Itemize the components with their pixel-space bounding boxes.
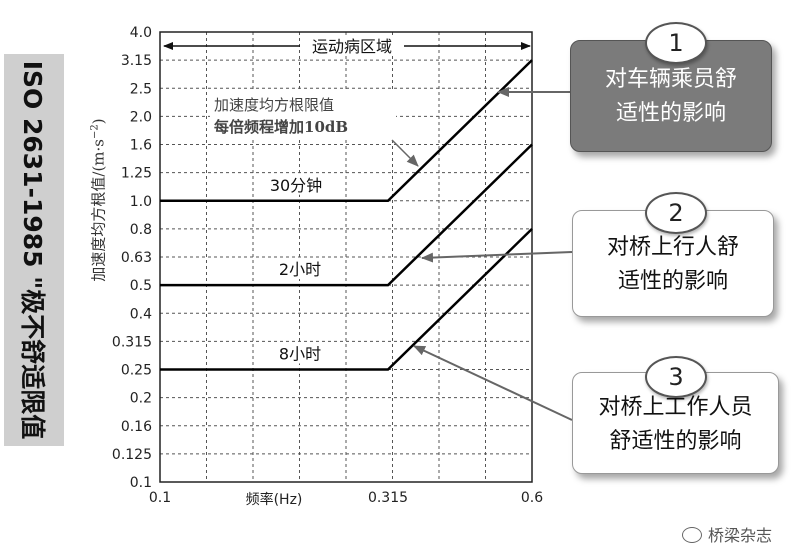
y-tick-label: 0.63 <box>121 250 152 266</box>
plot-frame <box>159 31 533 483</box>
callout-line: 适性的影响 <box>617 269 728 294</box>
callout-line: 适性的影响 <box>615 101 726 126</box>
callout-pointer-arrow <box>413 345 573 421</box>
range-label-bg <box>300 36 404 56</box>
series-label: 8小时 <box>279 345 321 364</box>
wechat-icon <box>681 527 702 543</box>
y-tick-label: 0.4 <box>130 306 152 322</box>
series-label-bg <box>258 259 342 280</box>
y-tick-label: 0.2 <box>130 391 152 407</box>
series-lines: 30分钟 2小时 8小时 <box>160 59 533 371</box>
y-tick-label: 4.0 <box>130 25 152 41</box>
callout-number-badge: 2 <box>645 192 707 234</box>
annotation-arrow <box>391 139 419 167</box>
series-line <box>160 59 533 202</box>
callout-pointers <box>413 87 573 421</box>
series-label-bg <box>254 174 338 195</box>
y-tick-label: 2.0 <box>130 109 152 125</box>
watermark-text: 桥梁杂志 <box>707 526 772 545</box>
y-tick-label: 1.6 <box>130 138 152 154</box>
x-tick-labels: 0.1 0.315 0.6 <box>149 490 543 506</box>
series-label: 30分钟 <box>270 176 322 195</box>
callout-line: 对车辆乘员舒 <box>604 67 737 92</box>
series-line <box>160 143 533 287</box>
y-tick-label: 0.16 <box>121 419 152 435</box>
y-tick-label: 0.25 <box>121 363 152 379</box>
x-tick-label: 0.315 <box>368 490 408 506</box>
y-tick-labels: 0.1 0.125 0.16 0.2 0.25 0.315 0.4 0.5 0.63 0.8 1.0… <box>112 25 152 491</box>
callout-pointer-arrow <box>421 251 573 263</box>
y-tick-label: 0.125 <box>112 447 152 463</box>
y-tick-label: 3.15 <box>121 53 152 69</box>
range-label: 运动病区域 <box>312 37 392 56</box>
x-axis-label: 频率(Hz) <box>246 491 303 508</box>
series-line <box>160 227 533 371</box>
callout-number-badge: 3 <box>645 356 707 398</box>
series-label: 2小时 <box>279 260 321 279</box>
series-label-bg <box>258 343 342 364</box>
watermark: 桥梁杂志 <box>681 522 772 546</box>
y-tick-label: 2.5 <box>130 81 152 97</box>
x-tick-label: 0.6 <box>521 490 543 506</box>
y-tick-label: 0.5 <box>130 278 152 294</box>
y-tick-label: 0.8 <box>130 222 152 238</box>
annotation-line: 每倍频程增加10dB <box>214 118 348 136</box>
annotation-bg <box>210 92 396 138</box>
y-tick-label: 1.0 <box>130 194 152 210</box>
y-tick-label: 0.315 <box>112 334 152 350</box>
x-tick-label: 0.1 <box>149 490 171 506</box>
callout-number-badge: 1 <box>645 22 707 64</box>
y-tick-label: 1.25 <box>121 166 152 182</box>
callout-line: 对桥上行人舒 <box>606 235 739 260</box>
side-title-band <box>4 54 64 446</box>
callout-line: 对桥上工作人员 <box>598 395 753 420</box>
y-tick-label: 0.1 <box>130 475 152 491</box>
annotation-line: 加速度均方根限值 <box>214 96 334 114</box>
callout-line: 舒适性的影响 <box>609 429 742 454</box>
